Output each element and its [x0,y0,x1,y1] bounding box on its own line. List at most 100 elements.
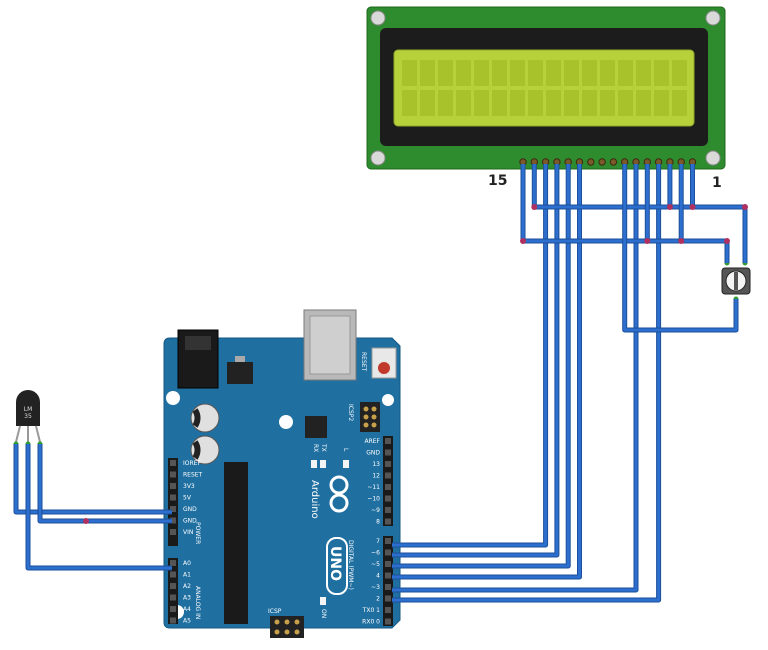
lcd-char-cell [564,90,579,116]
lcd-char-cell [546,60,561,86]
lcd-pin-label-right: 1 [712,175,722,191]
pin-label: GND [183,518,197,525]
header-pin-hole [385,518,391,525]
wire [392,164,581,579]
power-label: POWER [194,522,201,544]
header-pin-hole [170,494,176,501]
header-pin-hole [385,595,391,602]
wire-junction [678,238,685,244]
wire-junction [531,204,538,210]
wire-junction [83,518,89,524]
lcd-char-cell [438,60,453,86]
header-pin-hole [385,584,391,590]
lcd-char-cell [492,60,507,86]
pin-label: 4 [376,573,380,580]
lcd-mount-hole-tr [705,10,721,26]
pin-label: A1 [183,572,191,579]
power-header [168,458,178,546]
pin-label: A0 [183,560,191,567]
header-pin-hole [170,560,176,566]
wire [37,444,172,524]
sensor-body [16,390,40,426]
sensor-label-1: LM [24,406,33,413]
wire-junction [644,238,651,244]
header-pin-hole [170,506,176,512]
voltage-regulator [227,362,253,384]
header-pin-hole [385,449,391,456]
pin-label: GND [366,450,380,457]
pin-label: TX0 1 [362,607,381,614]
pin-label: 2 [376,596,380,603]
icsp2-header [360,402,380,432]
wire [392,164,661,602]
header-pin-hole [385,618,391,625]
header-pin-hole [170,483,176,489]
lcd-pin [587,158,595,166]
pin-label: 12 [372,473,380,480]
lcd-mount-hole-bl [370,150,386,166]
lcd-char-cell [618,60,633,86]
pin-label: 3V3 [183,483,195,490]
lcd-char-cell [402,60,417,86]
pin-label: VIN [183,529,193,536]
lcd-char-cell [600,60,615,86]
potentiometer [721,260,751,302]
wire [392,164,548,547]
header-pin-hole [385,549,391,556]
pin-label: A3 [183,595,191,602]
lcd-char-cell [474,90,489,116]
pin-label: ~11 [367,484,380,491]
pin-label: ~9 [371,507,380,514]
lcd-char-cell [618,90,633,116]
reset-button[interactable] [378,362,390,374]
header-pin-hole [385,572,391,579]
pin-label: ~6 [371,550,380,557]
wire [623,164,738,332]
uno-badge [326,537,348,595]
wire [392,164,570,568]
atmega-chip [224,462,248,624]
wire [392,164,638,592]
rx-led [311,460,317,468]
pin-label: 8 [376,519,380,526]
pin-label: IOREF [183,460,201,467]
digital-header-top [383,436,393,526]
arduino-logo [329,475,349,513]
wire [26,444,172,570]
pin-label: GND [183,506,197,513]
lcd-char-cell [528,90,543,116]
pin-label: A5 [183,618,191,625]
lcd-char-cell [600,90,615,116]
lcd-pin-label-left: 15 [488,173,507,189]
lcd-char-cell [654,60,669,86]
lcd-char-cell [510,90,525,116]
lcd-char-cell [528,60,543,86]
header-pin-hole [170,583,176,589]
wire [392,164,582,580]
usb-chip [305,416,327,438]
reset-label: RESET [360,352,367,372]
lcd-char-cell [672,90,687,116]
sensor-leg-3 [35,425,41,443]
lcd-module: 15 1 [366,6,726,191]
board-hole-2 [279,415,293,429]
on-led [320,597,326,605]
header-pin-hole [385,538,391,544]
l-led [343,460,349,468]
l-label: L [342,448,349,452]
header-pin-hole [170,594,176,601]
on-label: ON [320,609,327,618]
lcd-char-cell [474,60,489,86]
pin-label: RX0 0 [362,619,380,626]
icsp-header [270,616,304,638]
sensor-label-2: 35 [24,413,32,420]
pin-label: ~3 [371,584,380,591]
header-pin-hole [170,517,176,524]
wire-junction [742,204,748,210]
wire-junction [666,204,673,210]
sensor-leg-1 [15,425,21,443]
lcd-mount-hole-br [705,150,721,166]
wire [14,444,172,514]
analog-label: ANALOG IN [194,586,201,619]
wire [38,444,172,523]
